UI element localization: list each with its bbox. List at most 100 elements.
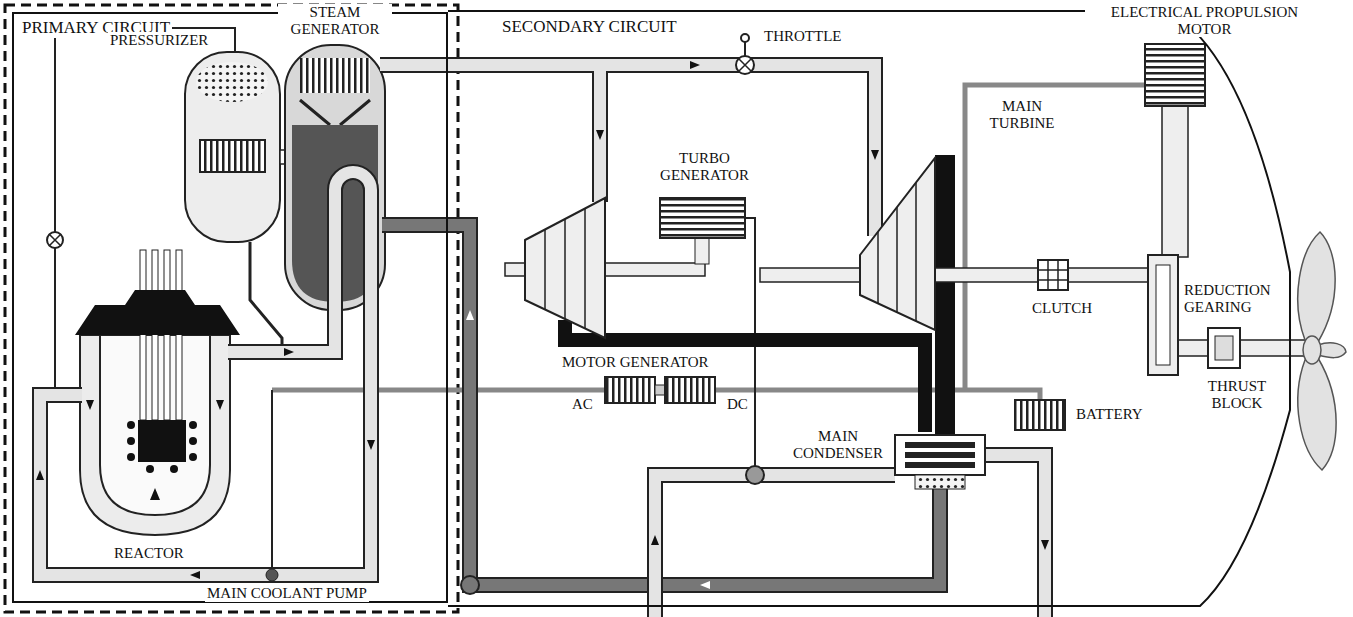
- clutch-symbol: [1038, 260, 1068, 290]
- primary-coolant-pipe: [40, 172, 371, 575]
- part-label: REACTOR: [112, 545, 186, 562]
- main-condenser-symbol: [905, 442, 975, 448]
- reactor-symbol: [75, 290, 240, 335]
- motor-generator-symbol: [665, 377, 715, 403]
- primary-dashed-outline: [5, 5, 458, 612]
- turbo-generator-symbol: [545, 209, 585, 328]
- pressurizer-symbol: [196, 62, 268, 102]
- part-label: PRESSURIZER: [108, 32, 210, 49]
- propulsion-motor-symbol: [1145, 44, 1205, 106]
- hull-outline: [448, 11, 1290, 606]
- primary-coolant-pipe: [266, 569, 278, 581]
- steam-pipe: [380, 34, 879, 236]
- thrust-block-symbol: [1208, 328, 1240, 368]
- steam-pipe: [380, 65, 875, 236]
- reactor-symbol: [138, 420, 186, 462]
- seawater-pipe: [985, 455, 1045, 617]
- primary-coolant-pipe: [36, 348, 375, 579]
- battery-symbol: [1015, 400, 1065, 430]
- main-turbine-symbol: [860, 158, 935, 330]
- reactor-symbol: [127, 437, 135, 445]
- circuit-region: PRIMARY CIRCUIT: [12, 12, 448, 603]
- part-label: TURBO GENERATOR: [650, 150, 759, 183]
- primary-coolant-pipe: [36, 172, 375, 581]
- shaft: [1178, 340, 1308, 356]
- part-label: ELECTRICAL PROPULSION MOTOR: [1085, 4, 1324, 37]
- part-label: DC: [725, 396, 750, 413]
- propeller-symbol: [1318, 343, 1346, 358]
- main-condenser-symbol: [905, 452, 975, 458]
- part-label: MAIN COOLANT PUMP: [205, 585, 369, 602]
- circuit-region: SECONDARY CIRCUIT: [448, 10, 1298, 607]
- reduction-gearing-symbol: [1148, 255, 1178, 375]
- motor-generator-symbol: [655, 385, 665, 395]
- pressurizer-symbol: [185, 52, 280, 242]
- pressurizer-symbol: [200, 140, 265, 172]
- electrical-bus: [965, 85, 1145, 390]
- part-label: CLUTCH: [1030, 300, 1094, 317]
- seawater-pipe: [655, 475, 895, 617]
- main-condenser-symbol: [905, 462, 975, 468]
- seawater-pipe: [746, 466, 764, 484]
- part-label: MAIN TURBINE: [975, 98, 1069, 131]
- pressurizer-symbol: [49, 234, 61, 246]
- pressurizer-symbol: [47, 28, 288, 387]
- part-label: AC: [570, 396, 595, 413]
- steam-pipe: [744, 42, 746, 56]
- part-label: MAIN CONDENSER: [790, 428, 886, 461]
- steam-pipe: [739, 59, 751, 71]
- propulsion-motor-symbol: [1162, 105, 1188, 257]
- reduction-gearing-symbol: [1156, 265, 1170, 365]
- circuit-heading: SECONDARY CIRCUIT: [500, 18, 679, 37]
- reactor-symbol: [189, 453, 197, 461]
- steam-pipe: [380, 65, 875, 236]
- motor-generator-symbol: [605, 377, 715, 403]
- steam-pipe: [736, 56, 754, 74]
- primary-coolant-pipe: [40, 172, 371, 575]
- turbo-generator-symbol: [525, 198, 605, 338]
- seawater-pipe: [651, 455, 1049, 617]
- exhaust-pipe: [565, 320, 925, 432]
- turbo-generator-symbol: [660, 198, 745, 238]
- turbo-generator-symbol: [695, 238, 709, 264]
- reactor-symbol: [146, 465, 154, 473]
- part-label: THRUST BLOCK: [1190, 378, 1284, 411]
- propeller-symbol: [1298, 358, 1336, 470]
- part-label: BATTERY: [1074, 406, 1145, 423]
- steam-pipe: [596, 61, 879, 160]
- reactor-symbol: [189, 437, 197, 445]
- thrust-block-symbol: [1208, 328, 1240, 368]
- exhaust-pipe: [565, 155, 955, 435]
- steam-generator-symbol: [300, 58, 370, 93]
- main-condenser-symbol: [895, 435, 985, 489]
- reactor-symbol: [170, 465, 178, 473]
- reduction-gearing-symbol: [1148, 255, 1178, 375]
- main-condenser-symbol: [895, 435, 985, 475]
- reactor-symbol: [189, 421, 197, 429]
- propeller-symbol: [1298, 232, 1346, 470]
- pressurizer-symbol: [250, 242, 282, 345]
- feedwater-pipe: [466, 310, 710, 589]
- main-turbine-symbol: [878, 183, 916, 321]
- reactor-symbol: [127, 421, 135, 429]
- propeller-symbol: [1303, 336, 1321, 364]
- clutch-symbol: [1038, 260, 1068, 290]
- reactor-symbol: [127, 421, 197, 473]
- electrical-bus: [272, 85, 1145, 567]
- shaft: [760, 268, 1150, 282]
- main-condenser-symbol: [915, 475, 965, 489]
- motor-generator-symbol: [605, 377, 655, 403]
- part-label: STEAM GENERATOR: [278, 4, 392, 37]
- seawater-pipe: [651, 535, 1049, 550]
- part-label: REDUCTION GEARING: [1182, 282, 1286, 315]
- propulsion-motor-symbol: [1145, 44, 1205, 257]
- steam-generator-symbol: [300, 100, 370, 125]
- main-turbine-symbol: [860, 158, 935, 330]
- seawater-pipe: [655, 475, 895, 617]
- reactor-symbol: [127, 453, 135, 461]
- part-label: THROTTLE: [762, 28, 843, 45]
- reactor-symbol: [86, 400, 224, 500]
- part-label: MOTOR GENERATOR: [560, 354, 711, 371]
